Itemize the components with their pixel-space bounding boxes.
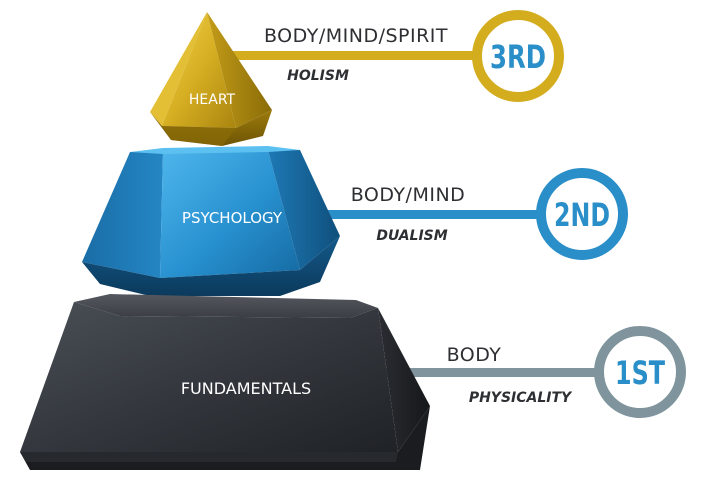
tier-name-psychology: PSYCHOLOGY [182,209,283,227]
tier-heart-block [150,12,272,146]
tier-fundamentals-block [20,294,430,470]
connector-line-psychology [300,210,548,219]
rank-label-heart: 3RD [490,38,546,76]
tier-sub-label-fundamentals: PHYSICALITY [469,390,573,406]
tier-main-label-psychology: BODY/MIND [351,184,466,206]
tier-name-fundamentals: FUNDAMENTALS [181,379,311,398]
rank-badge-fundamentals [594,326,686,418]
rank-label-psychology: 2ND [554,196,610,234]
tier-sub-label-heart: HOLISM [287,68,349,84]
rank-badge-heart [472,10,564,102]
connector-line-heart [232,51,484,60]
tier-psychology-block [82,146,340,296]
tier-main-label-heart: BODY/MIND/SPIRIT [264,25,448,47]
rank-badge-psychology [536,168,628,260]
tier-name-heart: HEART [189,92,236,108]
rank-label-fundamentals: 1ST [615,354,665,392]
tier-sub-label-psychology: DUALISM [376,228,447,244]
tier-main-label-fundamentals: BODY [447,344,502,366]
connector-line-fundamentals [380,368,608,377]
